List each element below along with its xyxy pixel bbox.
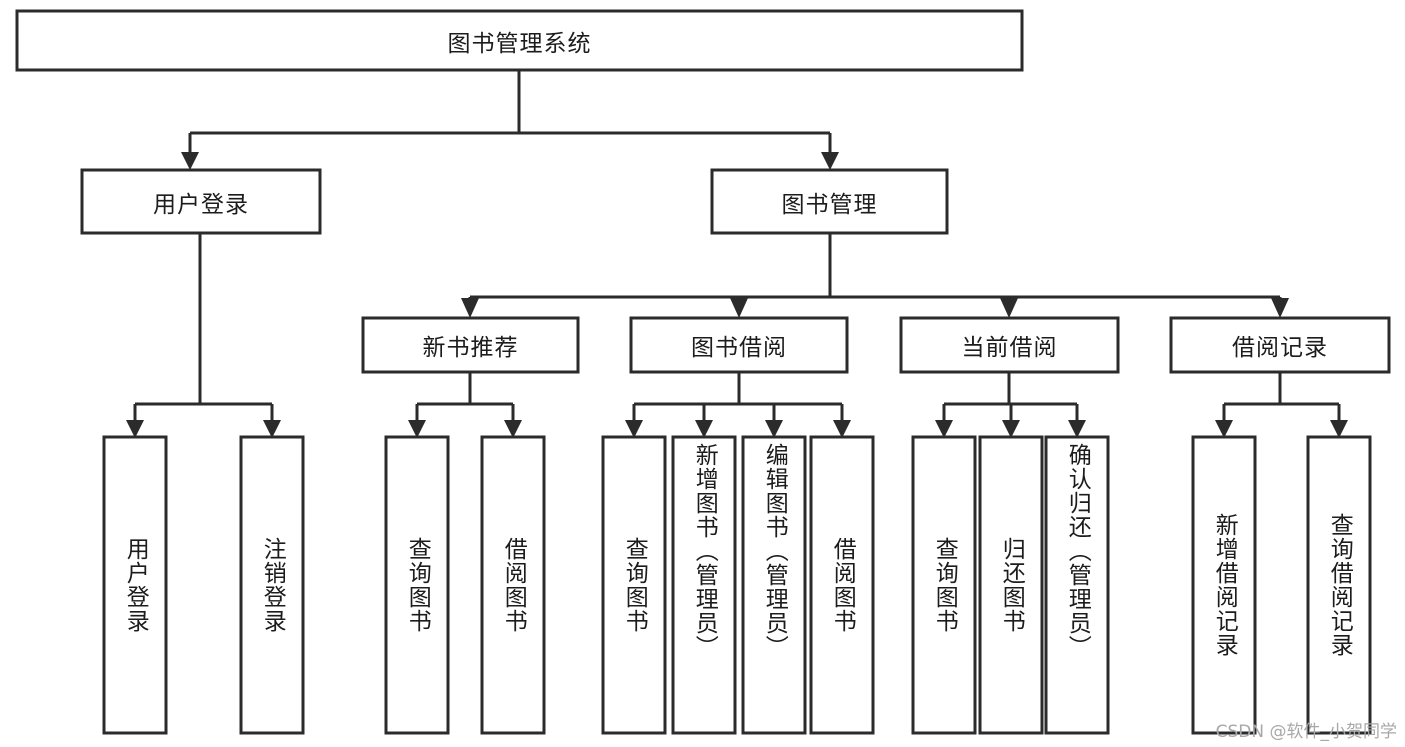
node-leaf-query-book-3[interactable]: [911, 435, 977, 735]
node-leaf-borrow-book-2[interactable]: [809, 435, 875, 735]
connector-currentborrow-to-leaves: [935, 372, 1086, 438]
node-leaf-edit-book[interactable]: [741, 435, 807, 735]
node-leaf-borrow-book-1[interactable]: [480, 435, 546, 735]
connector-newbook-to-leaves: [408, 372, 522, 438]
node-book-management[interactable]: [710, 168, 949, 235]
node-current-borrow[interactable]: [899, 316, 1120, 374]
node-leaf-add-record[interactable]: [1191, 435, 1257, 735]
node-leaf-return-book[interactable]: [978, 435, 1044, 735]
connector-userlogin-to-leaves: [126, 233, 281, 438]
node-leaf-user-login[interactable]: [102, 435, 168, 735]
node-leaf-query-record[interactable]: [1306, 435, 1372, 735]
node-leaf-query-book-1[interactable]: [384, 435, 450, 735]
node-book-borrow[interactable]: [629, 316, 849, 374]
connector-bookmgmt-to-level3: [461, 233, 1289, 318]
node-new-book-recommend[interactable]: [361, 316, 580, 374]
node-leaf-logout[interactable]: [239, 435, 305, 735]
connector-borrowrecord-to-leaves: [1215, 372, 1348, 438]
connector-bookborrow-to-leaves: [625, 372, 851, 438]
connector-root-to-level2: [181, 70, 839, 170]
node-user-login[interactable]: [80, 168, 322, 235]
node-leaf-confirm-return[interactable]: [1044, 435, 1110, 735]
node-borrow-record[interactable]: [1169, 316, 1391, 374]
node-leaf-query-book-2[interactable]: [601, 435, 667, 735]
node-root[interactable]: [15, 9, 1024, 72]
node-leaf-add-book[interactable]: [671, 435, 737, 735]
